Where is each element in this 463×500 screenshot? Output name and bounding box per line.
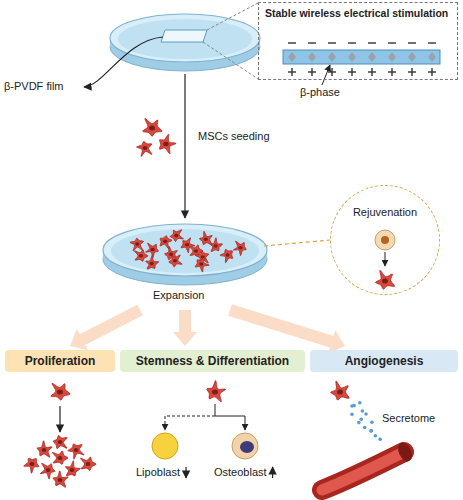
stem-cell	[207, 381, 226, 402]
stem-cell	[37, 441, 52, 457]
stem-cell	[80, 457, 96, 470]
stem-cell	[53, 471, 68, 487]
stem-cell	[51, 383, 70, 400]
cell-label: Lipoblast	[136, 466, 180, 479]
secretome-dot	[369, 429, 373, 433]
node-text: Stable wireless electrical stimulation	[265, 7, 451, 20]
branch-arrow	[173, 310, 197, 346]
secretome-dot	[357, 421, 361, 425]
generated-figures	[24, 119, 395, 488]
secretome-dot	[378, 437, 382, 441]
part-label: Secretome	[382, 412, 435, 425]
step-label: MSCs seeding	[198, 130, 270, 143]
secretome-dot	[352, 404, 356, 408]
secretome-dot	[363, 426, 367, 430]
zoom-line	[207, 3, 258, 30]
secretome-dot	[364, 412, 368, 416]
flow-arrow	[59, 406, 60, 432]
stem-cell	[134, 250, 148, 262]
node-text: Angiogenesis	[345, 354, 424, 368]
leader-line	[322, 65, 330, 85]
stem-cell	[376, 270, 395, 289]
stem-cell	[143, 119, 162, 137]
zoom-line	[264, 240, 330, 246]
rejuvenation-illustration	[375, 230, 395, 266]
differentiation-tree	[152, 404, 258, 459]
blood-vessel	[322, 440, 415, 490]
charge-symbols	[288, 43, 436, 76]
part-label: β-phase	[300, 86, 340, 99]
stem-cell	[159, 134, 176, 154]
stem-cell	[68, 444, 84, 459]
stem-cell	[52, 451, 68, 464]
pointer-arrow	[84, 37, 163, 87]
stem-cell	[65, 461, 80, 476]
trend-arrow	[272, 467, 273, 478]
step-label: Expansion	[153, 289, 204, 302]
flow-arrow	[184, 74, 185, 218]
rejuvenation-circle: Rejuvenation	[330, 185, 440, 295]
secretome-dot	[370, 429, 374, 433]
secretome-dot	[359, 417, 363, 421]
branch-arrow	[70, 305, 143, 351]
cell-label: Osteoblast	[214, 466, 267, 479]
petri-dish	[103, 224, 267, 285]
node-text: Rejuvenation	[331, 206, 439, 219]
node-text: Proliferation	[25, 354, 96, 368]
stem-cell	[195, 257, 209, 272]
petri-dish	[110, 14, 260, 71]
secretome-dot	[374, 434, 378, 438]
film-cross-section	[283, 50, 440, 64]
stem-cell	[24, 458, 39, 473]
stimulation-box: Stable wireless electrical stimulation	[258, 2, 458, 80]
stem-cell	[160, 236, 172, 249]
stem-cell	[233, 241, 246, 255]
stem-cell	[199, 231, 212, 244]
outcome-band: Angiogenesis	[310, 350, 458, 372]
osteoblast-cell	[232, 433, 258, 459]
zoom-line	[203, 42, 258, 79]
secretome-dot	[361, 409, 365, 413]
part-label: β-PVDF film	[4, 80, 64, 93]
branch-arrow	[228, 304, 345, 353]
trend-arrow	[185, 467, 186, 478]
node-text: Stemness & Differentiation	[136, 354, 289, 368]
stem-cell	[53, 436, 67, 449]
stem-cell	[169, 255, 182, 267]
stem-cell	[130, 238, 144, 251]
stem-cell	[146, 255, 159, 269]
stem-cell	[181, 238, 195, 253]
secretome-dot	[350, 413, 354, 417]
stem-cell	[331, 381, 349, 400]
outcome-band: Proliferation	[5, 350, 115, 372]
secretome-dot	[358, 401, 362, 405]
pvdf-film	[161, 30, 207, 42]
lipoblast-cell	[152, 433, 178, 459]
stem-cell	[220, 249, 233, 262]
stem-cell	[40, 463, 55, 479]
secretome-dot	[370, 421, 374, 425]
stem-cell	[170, 230, 183, 242]
outcome-band: Stemness & Differentiation	[120, 350, 305, 372]
stem-cell	[137, 142, 152, 157]
